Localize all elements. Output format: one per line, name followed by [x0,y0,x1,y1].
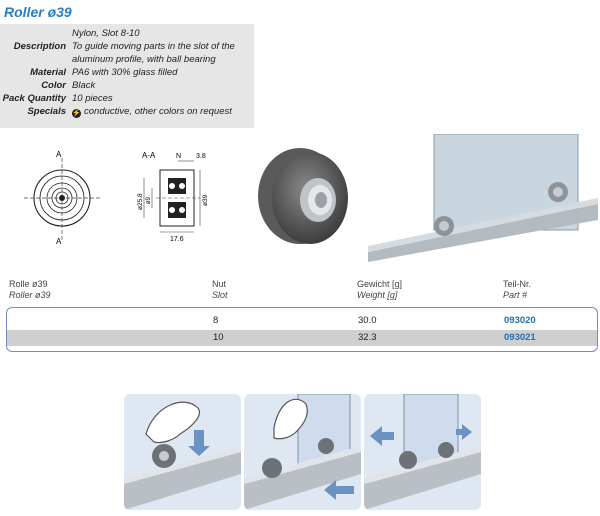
instruction-insert-tile [124,394,241,510]
dim-25-8-label: ø25.8 [137,193,144,210]
spec-value: ⚡conductive, other colors on request [72,106,252,119]
dim-n-label: N [176,153,181,160]
slot-cell: 8 [213,315,219,326]
weight-cell: 32.3 [358,332,377,343]
spec-value: PA6 with 30% glass filled [72,67,178,78]
roller-photo [258,148,348,244]
col-slot-de: Nut [212,279,227,289]
col-roller: Rolle ø39 Roller ø39 [9,279,51,301]
col-part-en: Part # [503,290,528,300]
spec-table: Nylon, Slot 8-10 Description To guide mo… [0,24,254,128]
spec-value: To guide moving parts in the slot of the [72,41,235,52]
spec-label: Specials [27,106,66,117]
dim-9-label: ø9 [146,196,152,204]
part-number-link[interactable]: 093021 [504,332,536,343]
spec-value: 10 pieces [72,93,113,104]
instruction-mount-tile [244,394,361,510]
col-roller-en: Roller ø39 [9,290,51,300]
col-part-de: Teil-Nr. [503,279,532,289]
col-roller-de: Rolle ø39 [9,279,48,289]
conductive-icon: ⚡ [72,109,81,118]
arrow-left-large-icon [370,426,394,446]
col-weight-de: Gewicht [g] [357,279,403,289]
dim-3-8-label: 3.8 [196,153,206,160]
arrow-left-icon [324,480,354,500]
product-title: Roller ø39 [4,4,72,20]
instruction-slide-tile [364,394,481,510]
table-row: 10 32.3 093021 [7,330,597,346]
slot-cell: 10 [213,332,224,343]
col-slot-en: Slot [212,290,228,300]
col-slot: Nut Slot [212,279,228,301]
application-photo [368,134,598,262]
dim-17-6-label: 17.6 [170,236,184,243]
spec-value: Black [72,80,96,91]
spec-label: Material [30,67,66,78]
spec-value: Nylon, Slot 8-10 [72,28,140,39]
section-marker-bottom: A [56,237,62,246]
weight-cell: 30.0 [358,315,377,326]
arrow-down-icon [188,430,210,456]
spec-label: Description [13,41,66,52]
col-weight-en: Weight [g] [357,290,398,300]
specials-text: conductive, other colors on request [84,106,232,117]
table-row: 8 30.0 093020 [7,313,597,329]
dim-39-label: ø39 [202,194,209,206]
parts-table: 8 30.0 093020 10 32.3 093021 [6,307,598,352]
spec-label: Pack Quantity [2,93,66,104]
arrow-right-icon [456,424,472,440]
insert-roller-illustration [124,401,241,510]
col-weight: Gewicht [g] Weight [g] [357,279,402,301]
spec-label: Color [41,80,66,91]
front-view-drawing: A A [24,150,100,246]
mount-glass-illustration [244,394,361,510]
col-part: Teil-Nr. Part # [503,279,531,301]
section-view-drawing: A-A N 3.8 ø25.8 ø9 ø39 17.6 [137,151,209,243]
section-label: A-A [142,151,156,160]
part-number-link[interactable]: 093020 [504,315,536,326]
spec-value: aluminum profile, with ball bearing [72,54,216,65]
slide-door-illustration [364,394,481,510]
section-marker-top: A [56,150,62,159]
